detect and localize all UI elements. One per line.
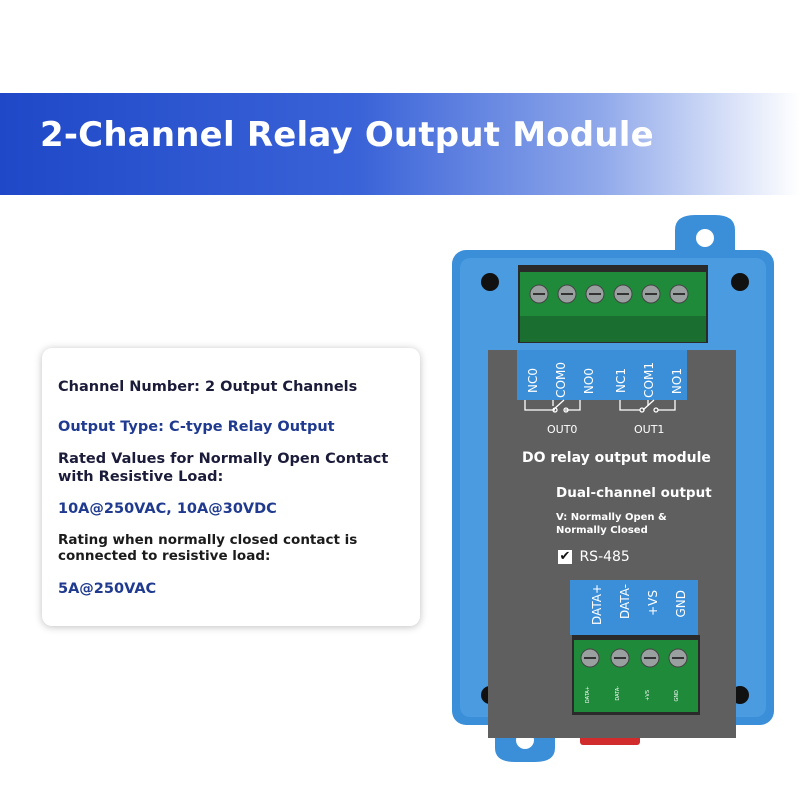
pcb-label-gnd: GND [674,690,680,702]
terminal-label-data-minus: DATA- [618,584,632,619]
terminal-label-gnd: GND [674,590,688,618]
output-type-spec: Output Type: C-type Relay Output [58,419,335,435]
title-banner: 2-Channel Relay Output Module [0,93,800,195]
terminal-label-com0: COM0 [554,362,568,398]
version-description: V: Normally Open & Normally Closed [556,512,667,536]
channel-description: Dual-channel output [556,485,712,501]
terminal-label-data-plus: DATA+ [590,584,604,625]
relay-module-device: NC0 COM0 NO0 NC1 COM1 NO1 OUT0 OUT1 DO r… [440,210,780,770]
page-title: 2-Channel Relay Output Module [40,115,654,155]
pcb-label-data-minus: DATA- [615,686,621,701]
interface-label: RS-485 [579,548,630,565]
terminal-label-com1: COM1 [642,362,656,398]
nc-rated-label: Rating when normally closed contact is c… [58,532,358,564]
terminal-label-nc0: NC0 [526,368,540,393]
pcb-label-data-plus: DATA+ [585,686,591,704]
out0-label: OUT0 [547,423,578,436]
terminal-label-no0: NO0 [582,368,596,395]
out1-label: OUT1 [634,423,665,436]
terminal-label-nc1: NC1 [614,368,628,393]
no-rated-label: Rated Values for Normally Open Contact w… [58,451,389,485]
specification-card: Channel Number: 2 Output Channels Output… [42,348,420,626]
device-housing-graphic [452,215,774,762]
no-rated-value: 10A@250VAC, 10A@30VDC [58,501,277,517]
checkbox-icon: ✔ [558,548,572,564]
terminal-label-no1: NO1 [670,368,684,395]
pcb-label-vs: +VS [645,690,651,701]
interface-row: ✔ RS-485 [558,548,630,566]
module-name: DO relay output module [522,450,711,466]
nc-rated-value: 5A@250VAC [58,581,157,597]
channel-number-spec: Channel Number: 2 Output Channels [58,379,358,395]
terminal-label-vs: +VS [646,590,660,616]
